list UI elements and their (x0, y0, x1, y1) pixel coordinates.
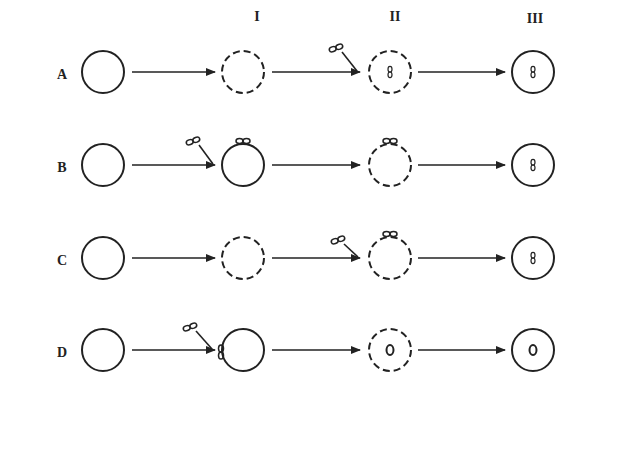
dashed-circle (369, 144, 411, 186)
dashed-circle (369, 51, 411, 93)
entry-line (344, 244, 358, 257)
cell-circle (512, 237, 554, 279)
particle (383, 232, 397, 237)
particle (531, 159, 535, 170)
stage-label: III (527, 12, 543, 26)
dashed-circle (369, 237, 411, 279)
dashed-circle (222, 51, 264, 93)
particle (530, 345, 537, 355)
cell-circle (512, 144, 554, 186)
particle (531, 252, 535, 263)
arrow (418, 349, 505, 351)
row-label: A (57, 68, 67, 82)
circles (82, 51, 554, 371)
cell-circle (82, 237, 124, 279)
row-label: D (57, 346, 67, 360)
entry-line (196, 331, 212, 349)
arrow (272, 164, 360, 166)
particle (388, 66, 392, 77)
arrow (272, 257, 360, 259)
particle (219, 345, 224, 359)
cell-circle (82, 329, 124, 371)
dashed-circle (222, 237, 264, 279)
dashed-circle (369, 329, 411, 371)
arrow (132, 164, 215, 166)
cell-circle (222, 329, 264, 371)
particle (186, 136, 201, 145)
arrow (418, 257, 505, 259)
arrow (132, 349, 215, 351)
entry-line (342, 52, 357, 71)
arrow (132, 71, 215, 73)
entry-line (199, 145, 213, 164)
row-label: B (57, 161, 66, 175)
arrow (418, 71, 505, 73)
particle (331, 235, 346, 244)
arrow (272, 349, 360, 351)
particle (387, 345, 394, 355)
arrow (418, 164, 505, 166)
stage-label: II (390, 10, 401, 24)
particle (383, 139, 397, 144)
cell-circle (512, 329, 554, 371)
cell-circle (82, 144, 124, 186)
entry-lines (196, 52, 358, 349)
particle (183, 322, 198, 331)
particle (531, 66, 535, 77)
arrow (132, 257, 215, 259)
particle (329, 43, 344, 52)
row-label: C (57, 254, 67, 268)
particles (183, 43, 537, 359)
stage-label: I (254, 10, 259, 24)
cell-circle (512, 51, 554, 93)
cell-circle (82, 51, 124, 93)
arrows (132, 72, 505, 350)
particle (236, 139, 250, 144)
cell-circle (222, 144, 264, 186)
arrow (272, 71, 360, 73)
